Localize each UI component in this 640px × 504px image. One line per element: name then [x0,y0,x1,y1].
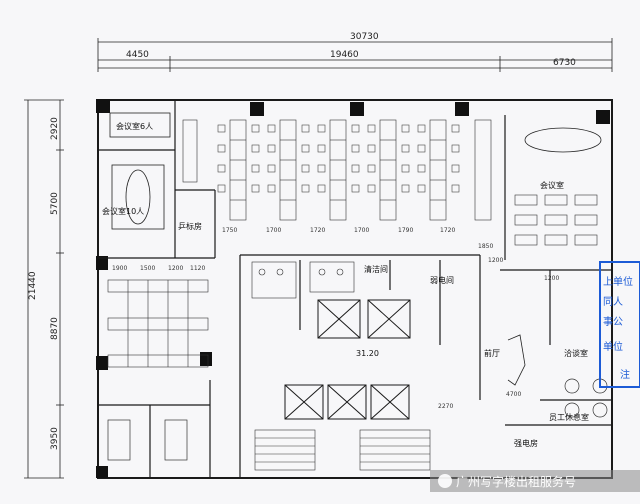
stairs [254,429,431,471]
watermark: 广州写字楼出租服务号 [430,470,640,492]
official-stamp: 上单位 同人 事公 单位 注 [599,261,640,388]
room-negotiation: 洽谈室 [564,348,588,358]
meeting10-area [111,164,165,230]
reception-desk [507,334,526,386]
workstation-chairs-top [217,124,460,193]
small-dim-10: 1120 [190,265,205,272]
small-dim-8: 1500 [140,265,155,272]
dim-left-2: 5700 [50,192,60,215]
small-dim-2: 1700 [266,227,281,234]
bottom-mid-table [164,419,188,461]
meeting-big-seats [514,194,598,246]
dim-top-total: 30730 [350,32,379,42]
small-dim-15: 1200 [544,275,559,282]
room-elec: 强电房 [514,438,538,448]
small-dim-5: 1790 [398,227,413,234]
dim-top-right: 6730 [553,58,576,68]
small-dimension-labels: 1750 1700 1720 1700 1790 1720 1900 1500 … [112,227,559,410]
small-dim-11: 1850 [478,243,493,250]
small-dim-14: 2270 [438,403,453,410]
stamp-line-2: 同人 [603,296,623,308]
small-dim-1: 1750 [222,227,237,234]
room-meeting-big: 会议室 [540,180,564,190]
meeting6-table [109,112,171,138]
room-weak-elec: 弱电间 [430,275,454,285]
small-dim-7: 1900 [112,265,127,272]
stamp-line-1: 上单位 [603,275,633,288]
dim-left-4: 3950 [50,427,60,450]
level-mark: 31.20 [356,349,379,358]
stamp-line-4: 单位 [603,340,623,353]
small-dim-4: 1700 [354,227,369,234]
room-lobby: 前厅 [484,348,500,358]
dim-left-total: 21440 [28,271,38,300]
workstations-top [182,119,492,221]
room-staff-rest: 员工休息室 [549,412,589,422]
room-janitor: 清洁间 [364,264,388,274]
workstations-left [107,279,209,368]
stamp-line-3: 事公 [603,315,623,328]
small-dim-3: 1720 [310,227,325,234]
room-meeting6: 会议室6人 [116,121,153,131]
columns [96,99,610,478]
small-dim-13: 4700 [506,391,521,398]
small-dim-6: 1720 [440,227,455,234]
dim-top-left: 4450 [126,50,149,60]
dim-top-mid: 19460 [330,50,359,60]
small-dim-12: 1200 [488,257,503,264]
restrooms [251,261,355,299]
left-dimension-lines [24,99,64,479]
dim-left-3: 8870 [50,317,60,340]
dim-left-1: 2920 [50,117,60,140]
room-meeting10: 会议室10人 [102,206,144,216]
elevator-core [284,299,411,420]
watermark-text: 广州写字楼出租服务号 [456,474,576,489]
small-dim-9: 1200 [168,265,183,272]
top-dimension-lines [97,38,613,72]
wechat-icon [438,474,452,488]
bottom-left-table [107,419,131,461]
meeting10-table [125,169,151,225]
big-meeting-table [524,127,602,153]
room-pingpong: 乒标房 [178,221,202,231]
stamp-line-5: 注 [620,368,630,381]
interior-walls [98,100,612,478]
